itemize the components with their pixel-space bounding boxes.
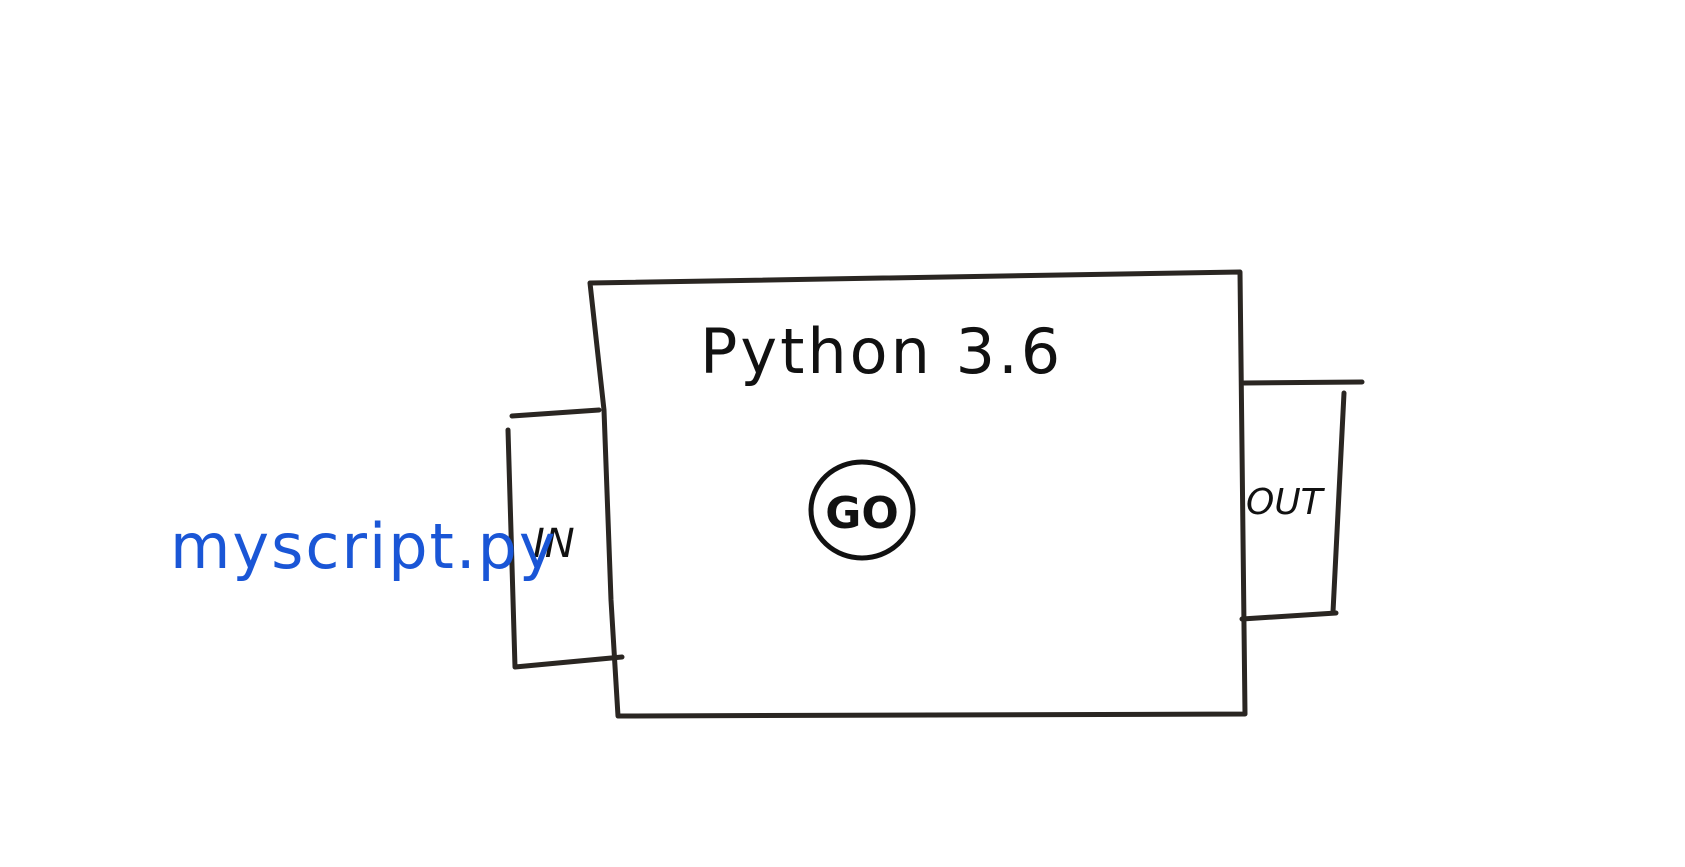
interpreter-box [587,269,1248,719]
go-button[interactable]: GO [808,459,916,561]
source-file-label: myscript.py [170,510,558,583]
interpreter-box-outline [587,269,1248,719]
output-port-label: OUT [1246,482,1326,523]
output-port: OUT [1239,379,1365,622]
interpreter-title: Python 3.6 [700,315,1063,388]
input-port-outline [505,407,625,670]
output-port-outline [1239,379,1365,622]
go-button-circle [808,459,916,561]
go-button-label: GO [825,488,899,539]
input-port-label: IN [533,521,575,567]
input-port: IN [505,407,625,670]
